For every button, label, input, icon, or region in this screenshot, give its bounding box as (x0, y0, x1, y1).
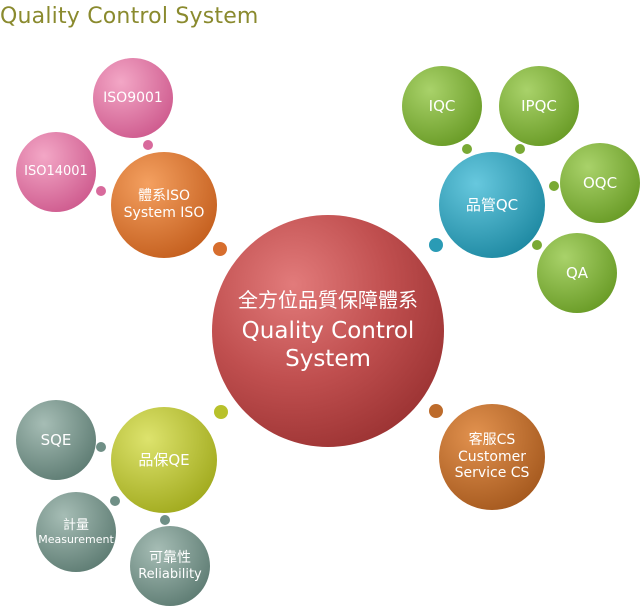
sqe-bubble (16, 400, 96, 480)
qe-hub-bubble (111, 407, 217, 513)
qe-hub-text: 品保QE (138, 451, 190, 469)
connector-dot (549, 181, 559, 191)
connector-dot (429, 238, 443, 252)
iso14001-bubble (16, 132, 96, 212)
iso-hub-bubble (111, 152, 217, 258)
connector-dot (96, 186, 106, 196)
iso9001-bubble (93, 58, 173, 138)
sqe-label: SQE (16, 400, 96, 480)
sqe-text: SQE (40, 431, 72, 449)
ipqc-bubble (499, 66, 579, 146)
ipqc-label: IPQC (499, 66, 579, 146)
reliability-text-2: Reliability (138, 566, 202, 582)
qc-hub-text: 品管QC (465, 196, 519, 214)
cs-text-1: 客服CS (468, 431, 516, 448)
measurement-label: 計量 Measurement (36, 492, 116, 572)
oqc-label: OQC (560, 143, 640, 223)
connector-dot (462, 144, 472, 154)
connector-dot (532, 240, 542, 250)
cs-text-2: Customer (457, 448, 526, 465)
connector-dot (429, 404, 443, 418)
ipqc-text: IPQC (521, 97, 557, 115)
measurement-text-1: 計量 (62, 517, 89, 533)
qa-text: QA (565, 264, 589, 282)
iso9001-label: ISO9001 (93, 58, 173, 138)
connector-dot (515, 144, 525, 154)
qe-hub-label: 品保QE (111, 407, 217, 513)
iso14001-label: ISO14001 (16, 132, 96, 212)
iso-hub-label: 體系ISO System ISO (111, 152, 217, 258)
cs-text-3: Service CS (454, 465, 530, 482)
qc-hub-bubble (439, 152, 545, 258)
measurement-text-2: Measurement (38, 533, 114, 547)
connector-dot (160, 515, 170, 525)
measurement-bubble (36, 492, 116, 572)
iso-hub-label-2: System ISO (123, 205, 205, 221)
reliability-text-1: 可靠性 (149, 549, 191, 566)
center-label-en1: Quality Control (241, 318, 415, 345)
iqc-bubble (402, 66, 482, 146)
connector-dot (96, 442, 106, 452)
center-bubble (212, 215, 444, 447)
cs-bubble (439, 404, 545, 510)
iqc-label: IQC (402, 66, 482, 146)
connector-dot (214, 405, 228, 419)
oqc-text: OQC (582, 174, 618, 192)
oqc-bubble (560, 143, 640, 223)
connector-dot (143, 140, 153, 150)
center-label: 全方位品質保障體系 Quality Control System (212, 215, 444, 447)
reliability-label: 可靠性 Reliability (130, 526, 210, 606)
reliability-bubble (130, 526, 210, 606)
iso9001-text: ISO9001 (103, 89, 163, 106)
connector-dot (213, 242, 227, 256)
iso14001-text: ISO14001 (24, 164, 88, 180)
center-label-zh: 全方位品質保障體系 (238, 288, 418, 313)
qa-bubble (537, 233, 617, 313)
iso-hub-label-1: 體系ISO (137, 188, 191, 205)
qa-label: QA (537, 233, 617, 313)
iqc-text: IQC (428, 97, 456, 115)
qc-hub-label: 品管QC (439, 152, 545, 258)
center-label-en2: System (285, 346, 371, 372)
connector-dot (110, 496, 120, 506)
cs-label: 客服CS Customer Service CS (439, 404, 545, 510)
page-title: Quality Control System (0, 4, 259, 29)
